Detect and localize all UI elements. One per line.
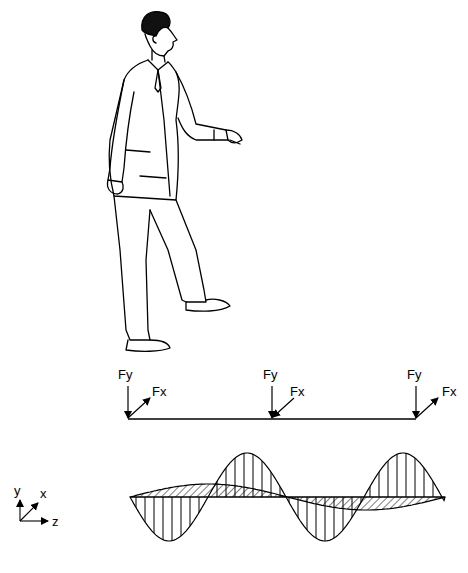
force-label: Fx [152,385,166,398]
vertical-wave [130,453,445,541]
axis-label: y [14,484,21,497]
force-arrows [128,386,438,418]
walking-man [107,12,242,352]
force-label: Fy [263,368,277,381]
beam-line [128,418,416,419]
force-label: Fy [407,368,421,381]
axis-label: z [52,515,59,528]
wave-diagram [130,453,445,541]
axis-triad [20,500,48,521]
force-label: Fx [290,385,304,398]
force-label: Fx [442,385,456,398]
horizontal-wave [130,484,445,510]
axis-label: x [40,487,47,500]
force-label: Fy [118,368,132,381]
